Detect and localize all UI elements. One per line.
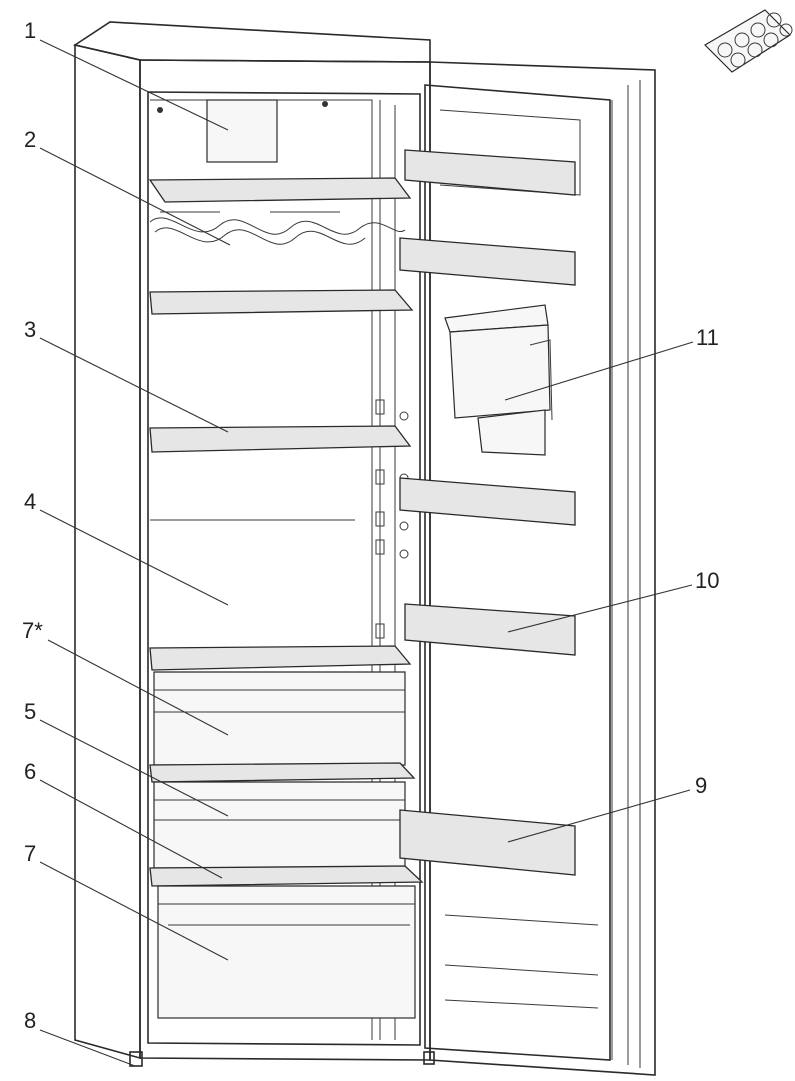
label-10: 10 [695,568,719,593]
leader-6 [39,779,223,879]
leader-3 [39,337,229,433]
door [424,61,656,1076]
leader-4 [39,509,229,606]
leader-lines [39,39,694,1067]
label-1: 1 [24,18,36,43]
label-11: 11 [696,325,719,350]
label-6: 6 [24,759,36,784]
label-7-star: 7* [22,618,43,643]
door-balconies [399,149,576,876]
label-2: 2 [24,127,36,152]
leader-10 [507,584,693,633]
leader-11 [504,341,694,401]
label-5: 5 [24,699,36,724]
leader-1 [39,39,229,131]
wine-rack [148,177,412,245]
water-dispenser [444,304,553,456]
callout-labels: 1 2 3 4 7* 5 6 7 8 9 10 11 [22,18,719,1033]
crisper-drawers [149,671,424,1019]
leader-5 [39,719,229,817]
leader-8 [39,1029,136,1067]
light-unit [157,99,328,163]
leader-7s [47,639,229,736]
leader-9 [507,789,691,843]
label-8: 8 [24,1008,36,1033]
label-4: 4 [24,489,36,514]
label-3: 3 [24,317,36,342]
leader-7 [39,861,229,961]
egg-tray [704,9,793,73]
label-7: 7 [24,841,36,866]
label-9: 9 [695,773,707,798]
glass-shelves [149,289,414,671]
leader-2 [39,147,231,246]
